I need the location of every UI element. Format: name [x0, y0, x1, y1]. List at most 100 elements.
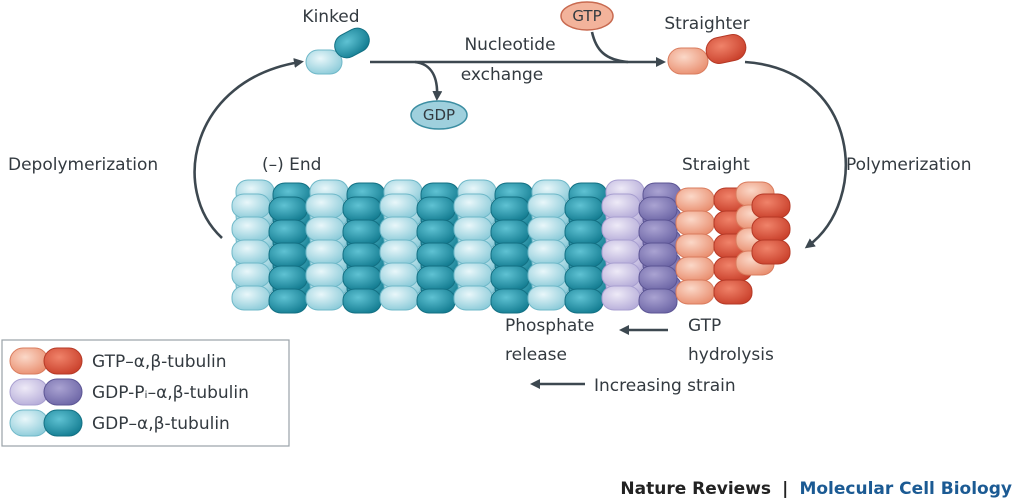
tubulin-subunit-gdp [268, 196, 308, 222]
legend-item-gdp-pi: GDP-Pᵢ–α,β-tubulin [9, 378, 249, 406]
tubulin-subunit-gdp [268, 265, 308, 291]
tubulin-subunit-gdp [379, 216, 419, 242]
tubulin-subunit-gdp [527, 262, 567, 288]
nucleotide-exchange-label-line1: Nucleotide [464, 35, 555, 55]
tubulin-subunit-gdp [342, 288, 382, 314]
tubulin-subunit-gtp [675, 233, 715, 259]
tubulin-subunit-gdp [305, 216, 345, 242]
tubulin-subunit-pi [638, 219, 678, 245]
tubulin-subunit-gdp [453, 262, 493, 288]
tubulin-subunit-gdp [527, 216, 567, 242]
legend-label-gtp: GTP–α,β-tubulin [92, 352, 227, 372]
tubulin-subunit-gdp [342, 242, 382, 268]
tubulin-subunit-gdp [305, 262, 345, 288]
tubulin-subunit-gdp [416, 242, 456, 268]
tubulin-subunit-gdp [268, 219, 308, 245]
tubulin-subunit-gdp [231, 285, 271, 311]
tubulin-subunit-gdp [379, 239, 419, 265]
tubulin-subunit-gtp [675, 256, 715, 282]
legend-label-gdp: GDP–α,β-tubulin [92, 414, 230, 434]
tubulin-subunit-gdp [416, 288, 456, 314]
gtp-badge: GTP [560, 1, 614, 31]
tubulin-subunit-gdp [527, 193, 567, 219]
tubulin-subunit-gdp [416, 219, 456, 245]
tubulin-subunit-pi [638, 288, 678, 314]
tubulin-subunit-gdp [490, 288, 530, 314]
tubulin-subunit-gdp [305, 239, 345, 265]
gtp-badge-label: GTP [572, 7, 601, 25]
tubulin-subunit-gdp [231, 239, 271, 265]
tubulin-subunit-gtp [675, 187, 715, 213]
tubulin-subunit-pi [601, 262, 641, 288]
tubulin-subunit-pi [638, 196, 678, 222]
tubulin-subunit-gdp [416, 265, 456, 291]
tubulin-subunit-gdp [416, 196, 456, 222]
tubulin-subunit-gdp [379, 262, 419, 288]
tubulin-subunit-gtp [751, 193, 791, 219]
tubulin-subunit-gtp [713, 279, 753, 305]
phosphate-release-label-line2: release [505, 345, 567, 365]
legend-label-gdp-pi: GDP-Pᵢ–α,β-tubulin [92, 383, 249, 403]
tubulin-subunit-gdp [231, 262, 271, 288]
polymerization-arrow [744, 60, 848, 249]
tubulin-subunit-gdp [342, 219, 382, 245]
tubulin-subunit-gdp [379, 193, 419, 219]
depolymerization-arrow [193, 58, 304, 239]
tubulin-subunit-gtp [675, 279, 715, 305]
footer-separator: | [782, 479, 788, 499]
gdp-release-arrow [414, 60, 443, 101]
tubulin-subunit-gdp [490, 265, 530, 291]
tubulin-subunit-gdp [268, 288, 308, 314]
gtp-hydrolysis-label-line2: hydrolysis [688, 345, 774, 365]
tubulin-subunit-gdp [453, 216, 493, 242]
kinked-dimer [305, 27, 370, 75]
tubulin-subunit-gdp [564, 219, 604, 245]
tubulin-subunit-pi [601, 239, 641, 265]
legend-item-gdp: GDP–α,β-tubulin [9, 409, 230, 437]
footer-credit: Nature Reviews | Molecular Cell Biology [620, 479, 1012, 499]
tubulin-subunit-gdp [342, 196, 382, 222]
depolymerization-label: Depolymerization [8, 155, 158, 175]
tubulin-subunit-gdp [564, 242, 604, 268]
tubulin-subunit-gdp [231, 193, 271, 219]
tubulin-subunit-pi [638, 265, 678, 291]
tubulin-subunit-gdp [490, 219, 530, 245]
straighter-dimer [667, 34, 747, 75]
gtp-hydrolysis-label-line1: GTP [688, 316, 721, 336]
gdp-badge: GDP [410, 100, 468, 130]
tubulin-subunit-gdp [379, 285, 419, 311]
tubulin-subunit-gtp [751, 216, 791, 242]
tubulin-subunit-gdp [453, 193, 493, 219]
gtp-binding-arrow [590, 31, 629, 64]
tubulin-subunit-gdp [564, 265, 604, 291]
nucleotide-exchange-label-line2: exchange [461, 65, 544, 85]
tubulin-subunit-pi [638, 242, 678, 268]
increasing-strain-label: Increasing strain [594, 376, 736, 396]
tubulin-subunit-gdp [268, 242, 308, 268]
tubulin-subunit-gdp [490, 242, 530, 268]
tubulin-subunit-pi [601, 216, 641, 242]
tubulin-subunit-pi [601, 193, 641, 219]
tubulin-subunit-gdp [342, 265, 382, 291]
tubulin-subunit-gtp [675, 210, 715, 236]
straight-label: Straight [682, 155, 750, 175]
kinked-label: Kinked [302, 7, 359, 27]
footer-journal: Nature Reviews [620, 479, 771, 499]
tubulin-subunit-gdp [564, 196, 604, 222]
footer-section: Molecular Cell Biology [799, 479, 1012, 499]
gdp-badge-label: GDP [423, 106, 455, 124]
legend: GTP–α,β-tubulin GDP-Pᵢ–α,β-tubulin GDP–α… [1, 339, 290, 447]
tubulin-subunit-gdp [453, 239, 493, 265]
tubulin-subunit-gdp [527, 285, 567, 311]
tubulin-subunit-gdp [527, 239, 567, 265]
minus-end-label: (–) End [262, 155, 321, 175]
phosphate-release-label-line1: Phosphate [505, 316, 594, 336]
tubulin-subunit-gdp [453, 285, 493, 311]
tubulin-subunit-gdp [305, 193, 345, 219]
tubulin-subunit-gdp [231, 216, 271, 242]
polymerization-label: Polymerization [846, 155, 971, 175]
tubulin-subunit-gtp [751, 239, 791, 265]
tubulin-subunit-gdp [305, 285, 345, 311]
tubulin-subunit-gdp [490, 196, 530, 222]
